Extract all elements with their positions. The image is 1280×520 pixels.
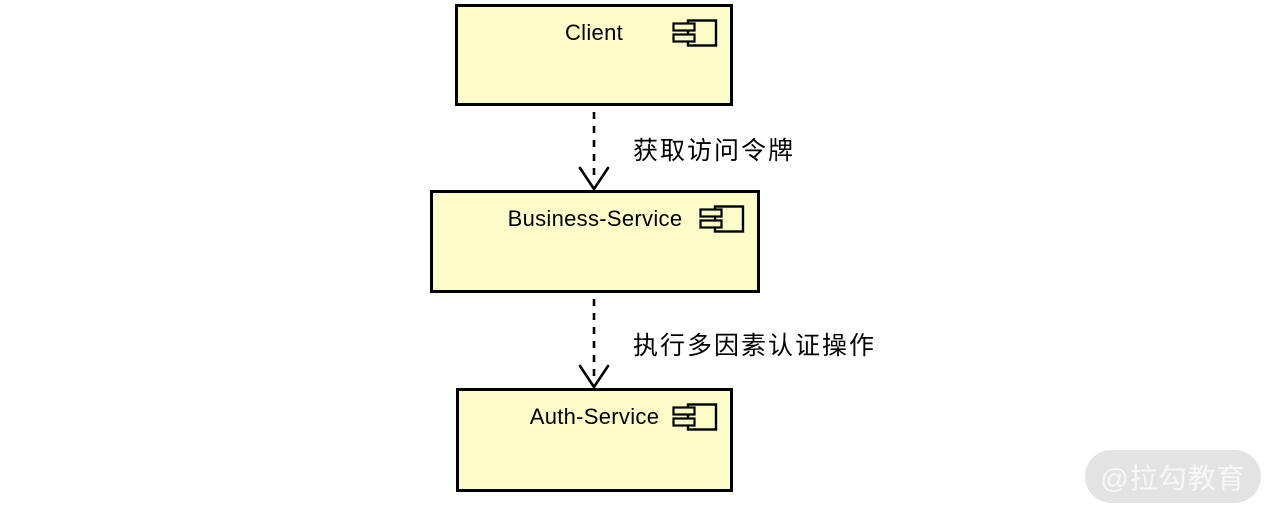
watermark-text: @拉勾教育	[1100, 462, 1246, 494]
component-node-business-service: Business-Service	[430, 190, 760, 293]
arrowhead-icon	[578, 364, 610, 390]
component-node-client: Client	[455, 4, 733, 106]
watermark-badge: @拉勾教育	[1085, 450, 1261, 503]
component-icon	[672, 403, 718, 431]
component-icon	[672, 19, 718, 47]
arrowhead-icon	[578, 166, 610, 192]
edge-label-get-access-token: 获取访问令牌	[633, 138, 796, 165]
component-name: Business-Service	[507, 206, 683, 231]
edge-label-mfa-operation: 执行多因素认证操作	[633, 333, 877, 360]
component-name: Client	[564, 20, 624, 45]
component-name: Auth-Service	[529, 404, 660, 429]
component-icon	[699, 205, 745, 233]
component-node-auth-service: Auth-Service	[456, 388, 733, 492]
